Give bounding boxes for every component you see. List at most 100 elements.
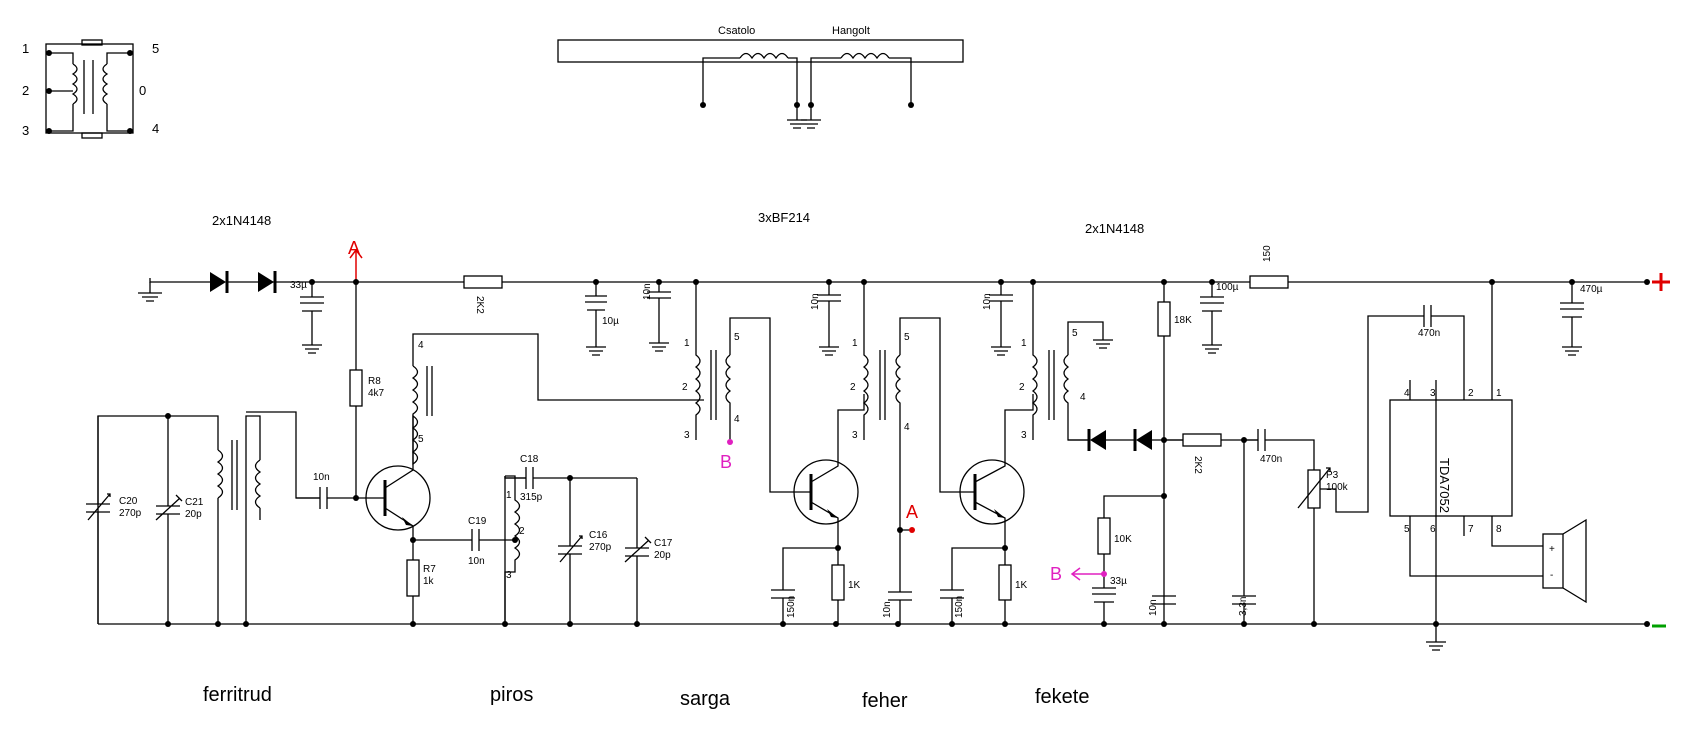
capacitor-10n-a: 10n [642,279,671,352]
positive-rail [138,271,1650,302]
pin-label: 1 [684,338,690,349]
wire-color-label: ferritrud [203,684,272,706]
emitter-network-q3: 150n 1K [940,545,1028,624]
marker-a-top: A [348,238,363,285]
value-label: 10µ [602,316,619,327]
component-name: C16 [589,530,608,541]
pin-label: 3 [684,430,690,441]
value-label: 2K2 [474,296,485,314]
value-label: 10n [468,556,485,567]
pin-label: 2 [1019,382,1025,393]
marker-label: A [906,502,918,522]
component-name: C19 [468,516,487,527]
value-label: 100k [1326,482,1349,493]
pin-label: 3 [22,123,29,138]
value-label: 10n [1148,599,1159,616]
pin-label: 5 [904,332,910,343]
capacitor-c16: C16 270p [558,478,612,624]
amplifier-ic: TDA7052 4 3 2 1 5 6 7 8 [1389,279,1543,651]
pin-label: 1 [22,41,29,56]
value-label: 150 [1262,245,1273,262]
value-label: 470n [1418,328,1440,339]
capacitor-10u: 10µ [585,279,619,356]
value-label: 10n [882,601,893,618]
capacitor-33u: 33µ [290,279,324,354]
marker-b-top: B [720,452,732,472]
if-transformer-t2: 1 2 3 5 4 [682,279,810,493]
value-label: 150n [954,596,965,618]
wire-color-label: piros [490,684,533,706]
speaker: + - [1542,518,1587,604]
pin-label: 1 [1496,388,1502,399]
marker-label: A [348,238,360,258]
capacitor-c19: C19 10n [455,516,515,567]
capacitor-10n-input: 10n [296,472,356,509]
value-label: 1k [423,576,435,587]
transformer-pinout: 1 2 3 5 4 0 [22,39,159,139]
value-label: 10n [642,283,653,300]
value-label: 2K2 [1192,456,1203,474]
capacitor-100u: 100µ [1200,279,1239,354]
pin-label: 5 [152,41,159,56]
value-label: 1K [1015,580,1028,591]
pin-label: 5 [1404,524,1410,535]
pin-label: 3 [1021,430,1027,441]
wire-color-label: sarga [680,688,731,710]
pin-label: 4 [904,422,910,433]
value-label: 33µ [1110,576,1127,587]
capacitor-10n-e: 10n [1148,595,1176,616]
potentiometer-p3: P3 100k [1297,315,1424,624]
capacitor-470n-b: 470n [1418,305,1465,400]
marker-label: B [720,452,732,472]
transistor-q2 [793,394,865,548]
pin-label: + [1549,544,1555,555]
pin-label: 1 [1021,338,1027,349]
capacitor-10n-b: 10n [810,279,841,356]
if-transformer-t4: 1 2 3 5 4 [1019,279,1113,441]
supply-plus-terminal [1652,273,1670,291]
emitter-network-q2: 150n 1K [771,545,861,624]
transistors-header: 3xBF214 [758,210,810,225]
value-label: 10K [1114,534,1132,545]
pin-label: 2 [682,382,688,393]
pin-label: 2 [1468,388,1474,399]
transistor-q1 [356,430,431,540]
value-label: 150n [786,596,797,618]
capacitor-470n-a: 470n [1244,429,1315,470]
component-name: C18 [520,454,539,465]
svg-text:0: 0 [139,83,146,98]
transistor-q3 [959,394,1034,548]
pin-label: 4 [418,340,424,351]
resistor-18k: 18K [1157,279,1192,624]
pin-label: 6 [1430,524,1436,535]
value-label: 10n [313,472,330,483]
resistor-r8: R8 4k7 [349,282,385,501]
coil-t1: 4 5 [411,333,704,466]
diodes-left-header: 2x1N4148 [212,213,271,228]
tuned-coil-label: Hangolt [832,25,870,37]
pin-label: 4 [1404,388,1410,399]
pin-label: 2 [22,83,29,98]
value-label: 33µ [290,280,307,291]
pin-label: 2 [519,526,525,537]
value-label: 315p [520,492,543,503]
if-transformer-t3: 1 2 3 5 4 [850,279,975,530]
resistor-10k: 10K [1097,493,1167,574]
value-label: 270p [589,542,612,553]
value-label: 10n [982,293,993,310]
wire-color-label: feher [862,690,908,712]
pin-label: 5 [418,434,424,445]
value-label: 470n [1260,454,1282,465]
resistor-150: 150 [1249,245,1289,289]
pin-label: 8 [1496,524,1502,535]
capacitor-c17: C17 20p [624,478,673,624]
pin-label: 5 [734,332,740,343]
pin-label: 3 [852,430,858,441]
pin-label: 4 [1080,392,1086,403]
coil-oscillator: 1 2 3 [504,475,526,624]
component-name: R7 [423,564,436,575]
value-label: 1K [848,580,861,591]
capacitor-470u: 470µ [1560,279,1603,356]
capacitor-10n-c: 10n [982,279,1013,356]
